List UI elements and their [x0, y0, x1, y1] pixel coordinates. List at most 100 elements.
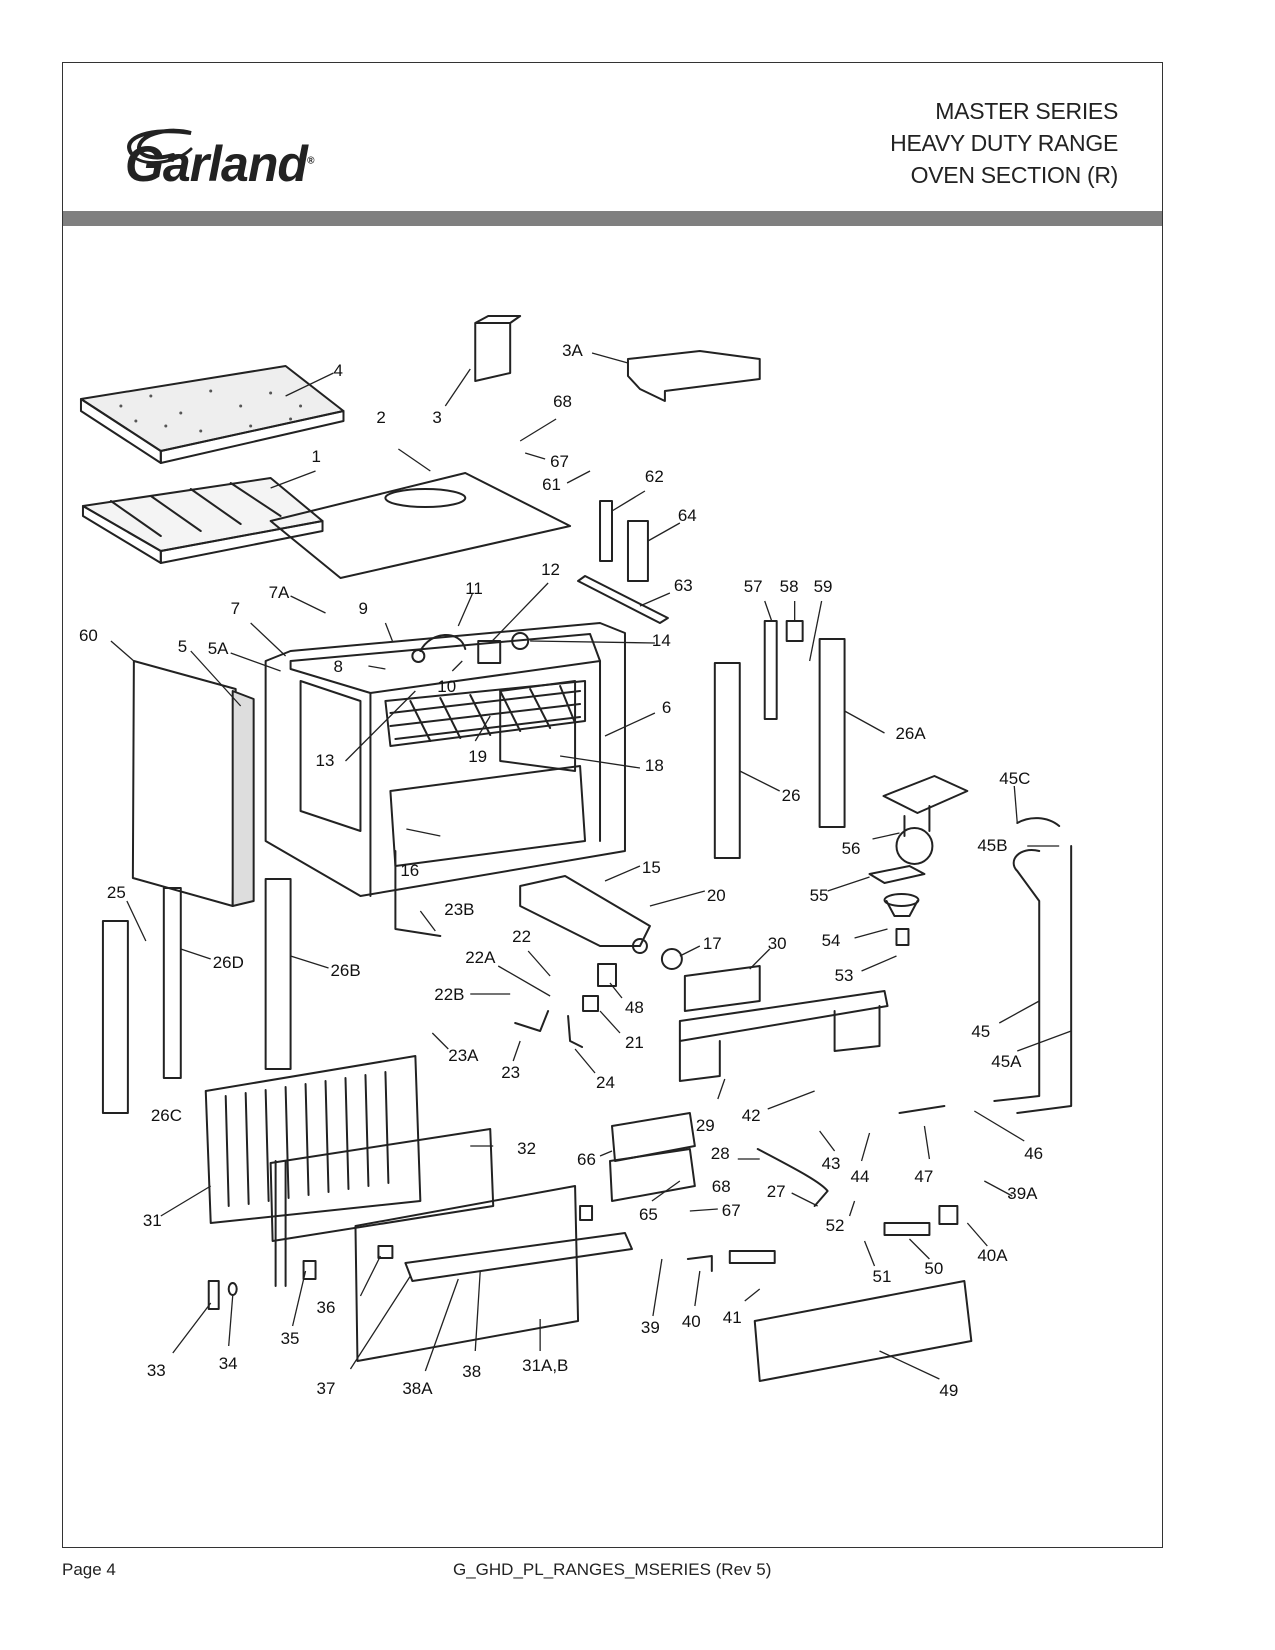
header-divider-bar — [63, 211, 1162, 226]
page-frame: Garland® MASTER SERIES HEAVY DUTY RANGE … — [62, 62, 1163, 1548]
part-58-block — [785, 620, 804, 642]
callout-9: 9 — [358, 599, 367, 618]
callout-14: 14 — [652, 631, 671, 650]
callout-66: 66 — [577, 1150, 596, 1169]
part-65-housing — [609, 1148, 696, 1202]
part-41-spring — [728, 1250, 776, 1264]
part-56-caster — [882, 775, 969, 865]
page-title: MASTER SERIES HEAVY DUTY RANGE OVEN SECT… — [890, 95, 1118, 191]
title-line-2: HEAVY DUTY RANGE — [890, 130, 1118, 156]
part-33-hinge-plate — [207, 1280, 220, 1310]
part-64-post — [626, 520, 649, 582]
callout-5: 5 — [178, 637, 187, 656]
part-26-rail — [713, 662, 741, 859]
callout-45C: 45C — [999, 769, 1030, 788]
part-11-handle — [419, 634, 467, 652]
part-40A-valve — [938, 1205, 959, 1225]
callout-50: 50 — [924, 1259, 943, 1278]
part-48-switch — [597, 963, 617, 987]
callout-67b: 67 — [722, 1201, 741, 1220]
title-line-3: OVEN SECTION (R) — [910, 162, 1119, 188]
part-26D-rail — [162, 887, 182, 1079]
callout-60: 60 — [79, 626, 98, 645]
callout-55: 55 — [810, 886, 829, 905]
callout-3: 3 — [432, 408, 441, 427]
part-21-bracket — [582, 995, 600, 1012]
part-4-insulation-panel — [79, 365, 345, 464]
callout-41: 41 — [723, 1308, 742, 1327]
part-40-bracket — [686, 1255, 713, 1272]
part-47-tube — [898, 1105, 946, 1114]
part-2-top-plate — [269, 472, 572, 579]
part-17-orifice — [660, 948, 683, 970]
callout-38A: 38A — [402, 1379, 433, 1398]
part-60-side-panel — [131, 660, 237, 907]
document-code: G_GHD_PL_RANGES_MSERIES (Rev 5) — [453, 1560, 772, 1579]
callout-22A: 22A — [465, 948, 496, 967]
callout-65: 65 — [639, 1205, 658, 1224]
callout-7A: 7A — [269, 583, 290, 602]
callout-64: 64 — [678, 506, 697, 525]
part-55-plate — [868, 865, 926, 884]
part-54-leg-foot — [883, 893, 920, 946]
callout-29: 29 — [696, 1116, 715, 1135]
callout-20: 20 — [707, 886, 726, 905]
callout-44: 44 — [851, 1167, 870, 1186]
callout-31AB: 31A,B — [522, 1356, 568, 1375]
callout-13: 13 — [316, 751, 335, 770]
callout-63: 63 — [674, 576, 693, 595]
callout-68: 68 — [553, 392, 572, 411]
callout-23A: 23A — [448, 1046, 479, 1065]
callout-48: 48 — [625, 998, 644, 1017]
callout-7: 7 — [231, 599, 240, 618]
part-57-bracket — [763, 620, 778, 720]
callout-22: 22 — [512, 927, 531, 946]
part-23B-tube — [394, 850, 442, 937]
callout-24: 24 — [596, 1073, 615, 1092]
part-34-washer — [227, 1282, 238, 1296]
part-31-door-liner — [204, 1055, 422, 1224]
callout-4: 4 — [334, 361, 343, 380]
callout-51: 51 — [873, 1267, 892, 1286]
callout-3A: 3A — [562, 341, 583, 360]
part-36b-latch — [579, 1205, 594, 1221]
callout-5A: 5A — [208, 639, 229, 658]
part-45A-gas-pipe — [1016, 845, 1073, 1114]
callout-11: 11 — [465, 579, 483, 598]
callout-18: 18 — [645, 756, 664, 775]
part-12-valve — [477, 640, 502, 664]
part-50-spring — [883, 1222, 931, 1236]
callout-46: 46 — [1024, 1144, 1043, 1163]
part-3A-bracket — [626, 350, 761, 402]
exploded-parts-diagram: 4 3 3A 68 67 61 62 64 2 1 7A 11 12 63 57… — [79, 315, 1073, 1400]
part-38-door-handle — [404, 1232, 633, 1282]
callout-54: 54 — [822, 931, 841, 950]
part-26A-rail — [818, 638, 846, 828]
callout-32: 32 — [517, 1139, 536, 1158]
part-23-tube — [514, 1010, 550, 1032]
part-62-bracket — [599, 500, 613, 562]
part-36-latch — [377, 1245, 394, 1259]
part-13-knob — [411, 649, 426, 663]
callout-23B: 23B — [444, 900, 474, 919]
callout-68b: 68 — [712, 1177, 731, 1196]
page-number: Page 4 — [62, 1560, 116, 1579]
callout-30: 30 — [768, 934, 787, 953]
callout-19: 19 — [468, 747, 487, 766]
callout-17: 17 — [703, 934, 722, 953]
callout-33: 33 — [147, 1361, 166, 1380]
part-63-rail — [577, 575, 669, 624]
callout-39: 39 — [641, 1318, 660, 1337]
part-35-hinge-block — [302, 1260, 317, 1280]
callout-38: 38 — [462, 1362, 481, 1381]
callout-56: 56 — [842, 839, 861, 858]
callout-23: 23 — [501, 1063, 520, 1082]
callout-43: 43 — [822, 1154, 841, 1173]
callout-8: 8 — [334, 657, 343, 676]
callout-53: 53 — [835, 966, 854, 985]
callout-59: 59 — [814, 577, 833, 596]
callout-47: 47 — [914, 1167, 933, 1186]
callout-26A: 26A — [895, 724, 926, 743]
callout-labels: 4 3 3A 68 67 61 62 64 2 1 7A 11 12 63 57… — [79, 341, 1043, 1400]
callout-49: 49 — [939, 1381, 958, 1400]
